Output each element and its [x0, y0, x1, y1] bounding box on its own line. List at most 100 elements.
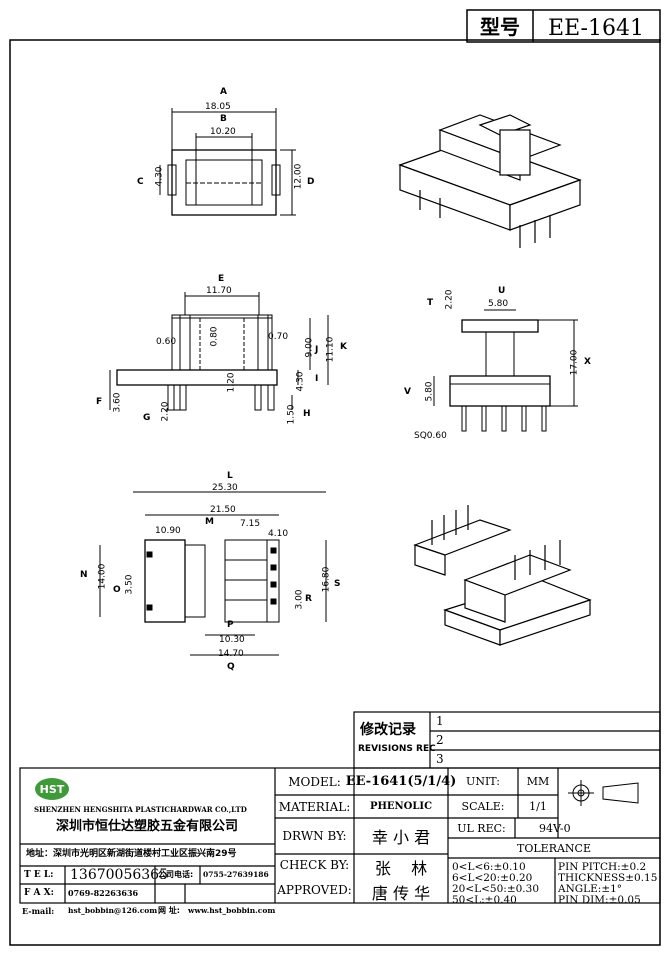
dim-K: 11.10	[325, 336, 336, 363]
tolerance-left-2: 6<L<20:±0.20	[452, 872, 533, 884]
company-name-en: SHENZHEN HENGSHITA PLASTICHARDWAR CO.,LT…	[34, 805, 247, 814]
dim-R: 3.00	[294, 589, 305, 610]
dim-T: 2.20	[444, 289, 455, 310]
sheet-border	[9, 39, 661, 946]
drawn-value: 幸 小 君	[371, 828, 431, 847]
dim-J: 9.00	[304, 337, 315, 358]
callout-S: S	[334, 579, 341, 589]
header-model-label: 型号	[480, 15, 520, 39]
callout-F: F	[96, 397, 103, 407]
dim-410: 4.10	[268, 529, 289, 539]
header-model-value: EE-1641	[548, 16, 644, 41]
callout-N: N	[80, 570, 88, 580]
web-value: www.hst_bobbin.com	[188, 906, 276, 915]
title-block	[19, 767, 661, 904]
tel-value: 13670056365	[70, 867, 168, 883]
callout-M: M	[205, 517, 214, 527]
callout-L: L	[227, 471, 233, 481]
svg-text:HST: HST	[40, 783, 65, 796]
tolerance-left-3: 20<L<50:±0.30	[452, 883, 540, 895]
model-label: MODEL:	[288, 774, 341, 789]
isometric-view-top	[398, 114, 582, 248]
company-name-cn: 深圳市恒仕达塑胶五金有限公司	[56, 819, 239, 834]
dim-U: 5.80	[488, 299, 509, 309]
email-label: E-mail:	[22, 906, 55, 916]
phone-label: 公司电话:	[158, 870, 194, 879]
callout-X: X	[584, 357, 591, 367]
callout-G: G	[143, 413, 151, 423]
dim-070: 0.70	[268, 332, 289, 342]
callout-H: H	[303, 409, 311, 419]
dim-Q: 14.70	[218, 649, 244, 659]
ul-label: UL REC:	[457, 821, 506, 835]
dim-P: 10.30	[219, 635, 245, 645]
callout-B: B	[220, 114, 227, 124]
revisions-title-en: REVISIONS REC	[358, 744, 436, 754]
fax-value: 0769-82263636	[68, 888, 139, 898]
side-view	[433, 309, 578, 432]
material-label: MATERIAL:	[278, 799, 351, 814]
revisions-title-cn: 修改记录	[360, 722, 416, 738]
dim-X: 17.00	[569, 349, 580, 376]
dim-120: 1.20	[226, 372, 237, 393]
callout-T: T	[427, 298, 434, 308]
front-view	[109, 292, 329, 411]
email-value: hst_bobbin@126.com	[68, 906, 158, 915]
dim-E: 11.70	[206, 286, 232, 296]
scale-value: 1/1	[529, 800, 547, 813]
check-value: 张 林	[374, 859, 428, 878]
dim-V: 5.80	[424, 381, 435, 402]
approved-label: APPROVED:	[277, 882, 352, 897]
dim-S: 16.80	[321, 566, 332, 593]
dim-060: 0.60	[156, 337, 177, 347]
dim-1090: 10.90	[155, 526, 181, 536]
dim-D: 12.00	[293, 163, 304, 190]
isometric-view-bottom	[413, 505, 592, 646]
model-value: EE-1641(5/1/4)	[345, 774, 457, 789]
tel-label: T E L:	[24, 870, 54, 880]
ul-value: 94V-0	[539, 821, 571, 835]
check-label: CHECK BY:	[279, 858, 350, 872]
bottom-view	[99, 491, 327, 656]
projection-symbol	[568, 780, 639, 806]
callout-C: C	[137, 177, 144, 187]
dim-G: 2.20	[160, 401, 171, 422]
tolerance-left-4: 50<L:±0.40	[452, 894, 517, 906]
callout-U: U	[498, 286, 506, 296]
dim-I: 4.30	[295, 371, 306, 392]
tolerance-right-1: PIN PITCH:±0.2	[558, 861, 647, 873]
dim-080: 0.80	[209, 326, 220, 347]
scale-label: SCALE:	[461, 800, 505, 813]
company-address: 地址：深圳市光明区新湖街道楼村工业区振兴南29号	[26, 849, 237, 859]
dim-M: 21.50	[210, 505, 236, 515]
header-model-box: 型号 EE-1641	[466, 9, 661, 43]
dim-B: 10.20	[210, 127, 236, 137]
callout-Q: Q	[227, 662, 235, 672]
callout-O: O	[113, 585, 121, 595]
callout-A: A	[220, 87, 227, 97]
callout-P: P	[227, 620, 234, 630]
revision-row-2: 2	[436, 733, 444, 747]
company-logo: HST	[35, 778, 69, 800]
approved-value: 唐 传 华	[371, 883, 431, 903]
dim-SQ: SQ0.60	[414, 431, 447, 441]
dim-F: 3.60	[112, 392, 123, 413]
revision-row-3: 3	[436, 752, 444, 766]
unit-value: MM	[526, 775, 550, 788]
callout-E: E	[218, 274, 225, 284]
callout-R: R	[305, 594, 312, 604]
drawn-label: DRWN BY:	[282, 829, 347, 843]
dim-L: 25.30	[212, 483, 238, 493]
tolerance-right-3: ANGLE:±1°	[558, 883, 623, 895]
callout-D: D	[307, 177, 315, 187]
callout-V: V	[404, 387, 411, 397]
dim-N: 14.00	[97, 563, 108, 590]
unit-label: UNIT:	[466, 775, 500, 788]
phone-value: 0755-27639186	[203, 870, 269, 879]
web-label: 网 址:	[158, 906, 180, 915]
tolerance-title: TOLERANCE	[517, 841, 591, 855]
callout-J: J	[315, 345, 319, 355]
dim-O: 3.50	[124, 574, 135, 595]
material-value: PHENOLIC	[369, 801, 433, 812]
